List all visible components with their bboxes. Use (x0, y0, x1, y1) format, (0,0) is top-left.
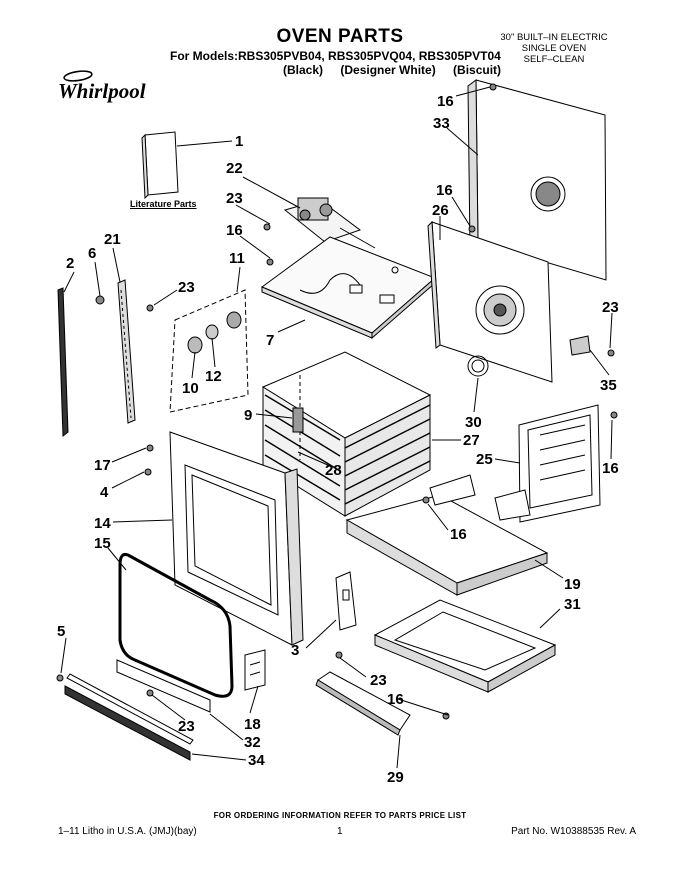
callout-21: 21 (104, 231, 121, 248)
rear-panel (467, 79, 607, 281)
callout-23: 23 (370, 672, 387, 689)
callout-34: 34 (248, 752, 265, 769)
bottom-pan (373, 599, 557, 693)
callout-23: 23 (178, 718, 195, 735)
callout-19: 19 (564, 576, 581, 593)
part-number: Part No. W10388535 Rev. A (511, 826, 636, 837)
callout-12: 12 (205, 368, 222, 385)
callout-5: 5 (57, 623, 65, 640)
callout-15: 15 (94, 535, 111, 552)
ordering-info: FOR ORDERING INFORMATION REFER TO PARTS … (213, 811, 467, 820)
callout-16: 16 (226, 222, 243, 239)
callout-29: 29 (387, 769, 404, 786)
color-designer-white: (Designer White) (340, 63, 436, 77)
callout-25: 25 (476, 451, 493, 468)
model-numbers: For Models:RBS305PVB04, RBS305PVQ04, RBS… (170, 49, 501, 63)
literature-parts-label: Literature Parts (130, 199, 197, 209)
leader-lines (60, 86, 613, 769)
door-gasket (118, 553, 234, 698)
oven-sensor (292, 407, 304, 433)
callout-33: 33 (433, 115, 450, 132)
callout-4: 4 (100, 484, 109, 501)
callout-16: 16 (437, 93, 454, 110)
callout-16: 16 (436, 182, 453, 199)
small-bracket (569, 335, 591, 356)
hinge-bracket (244, 649, 266, 691)
callout-23: 23 (602, 299, 619, 316)
whirlpool-logo: Whirlpool (58, 70, 146, 103)
callout-6: 6 (88, 245, 96, 262)
literature-booklet (141, 131, 179, 200)
side-panel (518, 404, 601, 523)
callout-16: 16 (387, 691, 404, 708)
callout-32: 32 (244, 734, 261, 751)
side-bracket (335, 571, 357, 631)
spec-line-1: 30" BUILT–IN ELECTRIC (500, 32, 608, 43)
color-black: (Black) (283, 63, 324, 77)
oven-bottom (345, 474, 549, 596)
callout-27: 27 (463, 432, 480, 449)
callout-16: 16 (602, 460, 619, 477)
callout-17: 17 (94, 457, 111, 474)
side-vent-trim (117, 279, 136, 424)
callout-35: 35 (600, 377, 617, 394)
callout-18: 18 (244, 716, 261, 733)
callout-9: 9 (244, 407, 252, 424)
color-biscuit: (Biscuit) (453, 63, 502, 77)
callout-31: 31 (564, 596, 581, 613)
callout-1: 1 (235, 133, 243, 150)
callout-14: 14 (94, 515, 111, 532)
spec-line-2: SINGLE OVEN (521, 43, 587, 54)
fan-gasket (467, 355, 489, 377)
brand-wordmark: Whirlpool (58, 79, 146, 103)
spec-line-3: SELF–CLEAN (523, 54, 585, 65)
callout-3: 3 (291, 642, 299, 659)
oven-top-panel (260, 236, 436, 340)
side-trim (57, 287, 69, 438)
callout-7: 7 (266, 332, 274, 349)
callout-16: 16 (450, 526, 467, 543)
oven-front-frame (169, 431, 304, 646)
model-colors: (Black) (Designer White) (Biscuit) (283, 63, 515, 77)
front-trim-bracket (315, 671, 411, 736)
callout-23: 23 (178, 279, 195, 296)
page-title: OVEN PARTS (276, 26, 404, 47)
callout-23: 23 (226, 190, 243, 207)
callout-2: 2 (66, 255, 74, 272)
callout-10: 10 (182, 380, 199, 397)
callout-30: 30 (465, 414, 482, 431)
callout-28: 28 (325, 462, 342, 479)
litho-info: 1–11 Litho in U.S.A. (JMJ)(bay) (58, 826, 197, 837)
page-number: 1 (337, 826, 343, 837)
callout-26: 26 (432, 202, 449, 219)
thermostat-group (169, 289, 249, 413)
control-bracket (283, 197, 376, 249)
back-wall-panel (427, 220, 553, 383)
callout-11: 11 (229, 250, 245, 267)
lower-trim (64, 659, 211, 761)
callout-22: 22 (226, 160, 243, 177)
product-spec: 30" BUILT–IN ELECTRIC SINGLE OVEN SELF–C… (484, 32, 624, 65)
oven-cavity (261, 351, 432, 517)
